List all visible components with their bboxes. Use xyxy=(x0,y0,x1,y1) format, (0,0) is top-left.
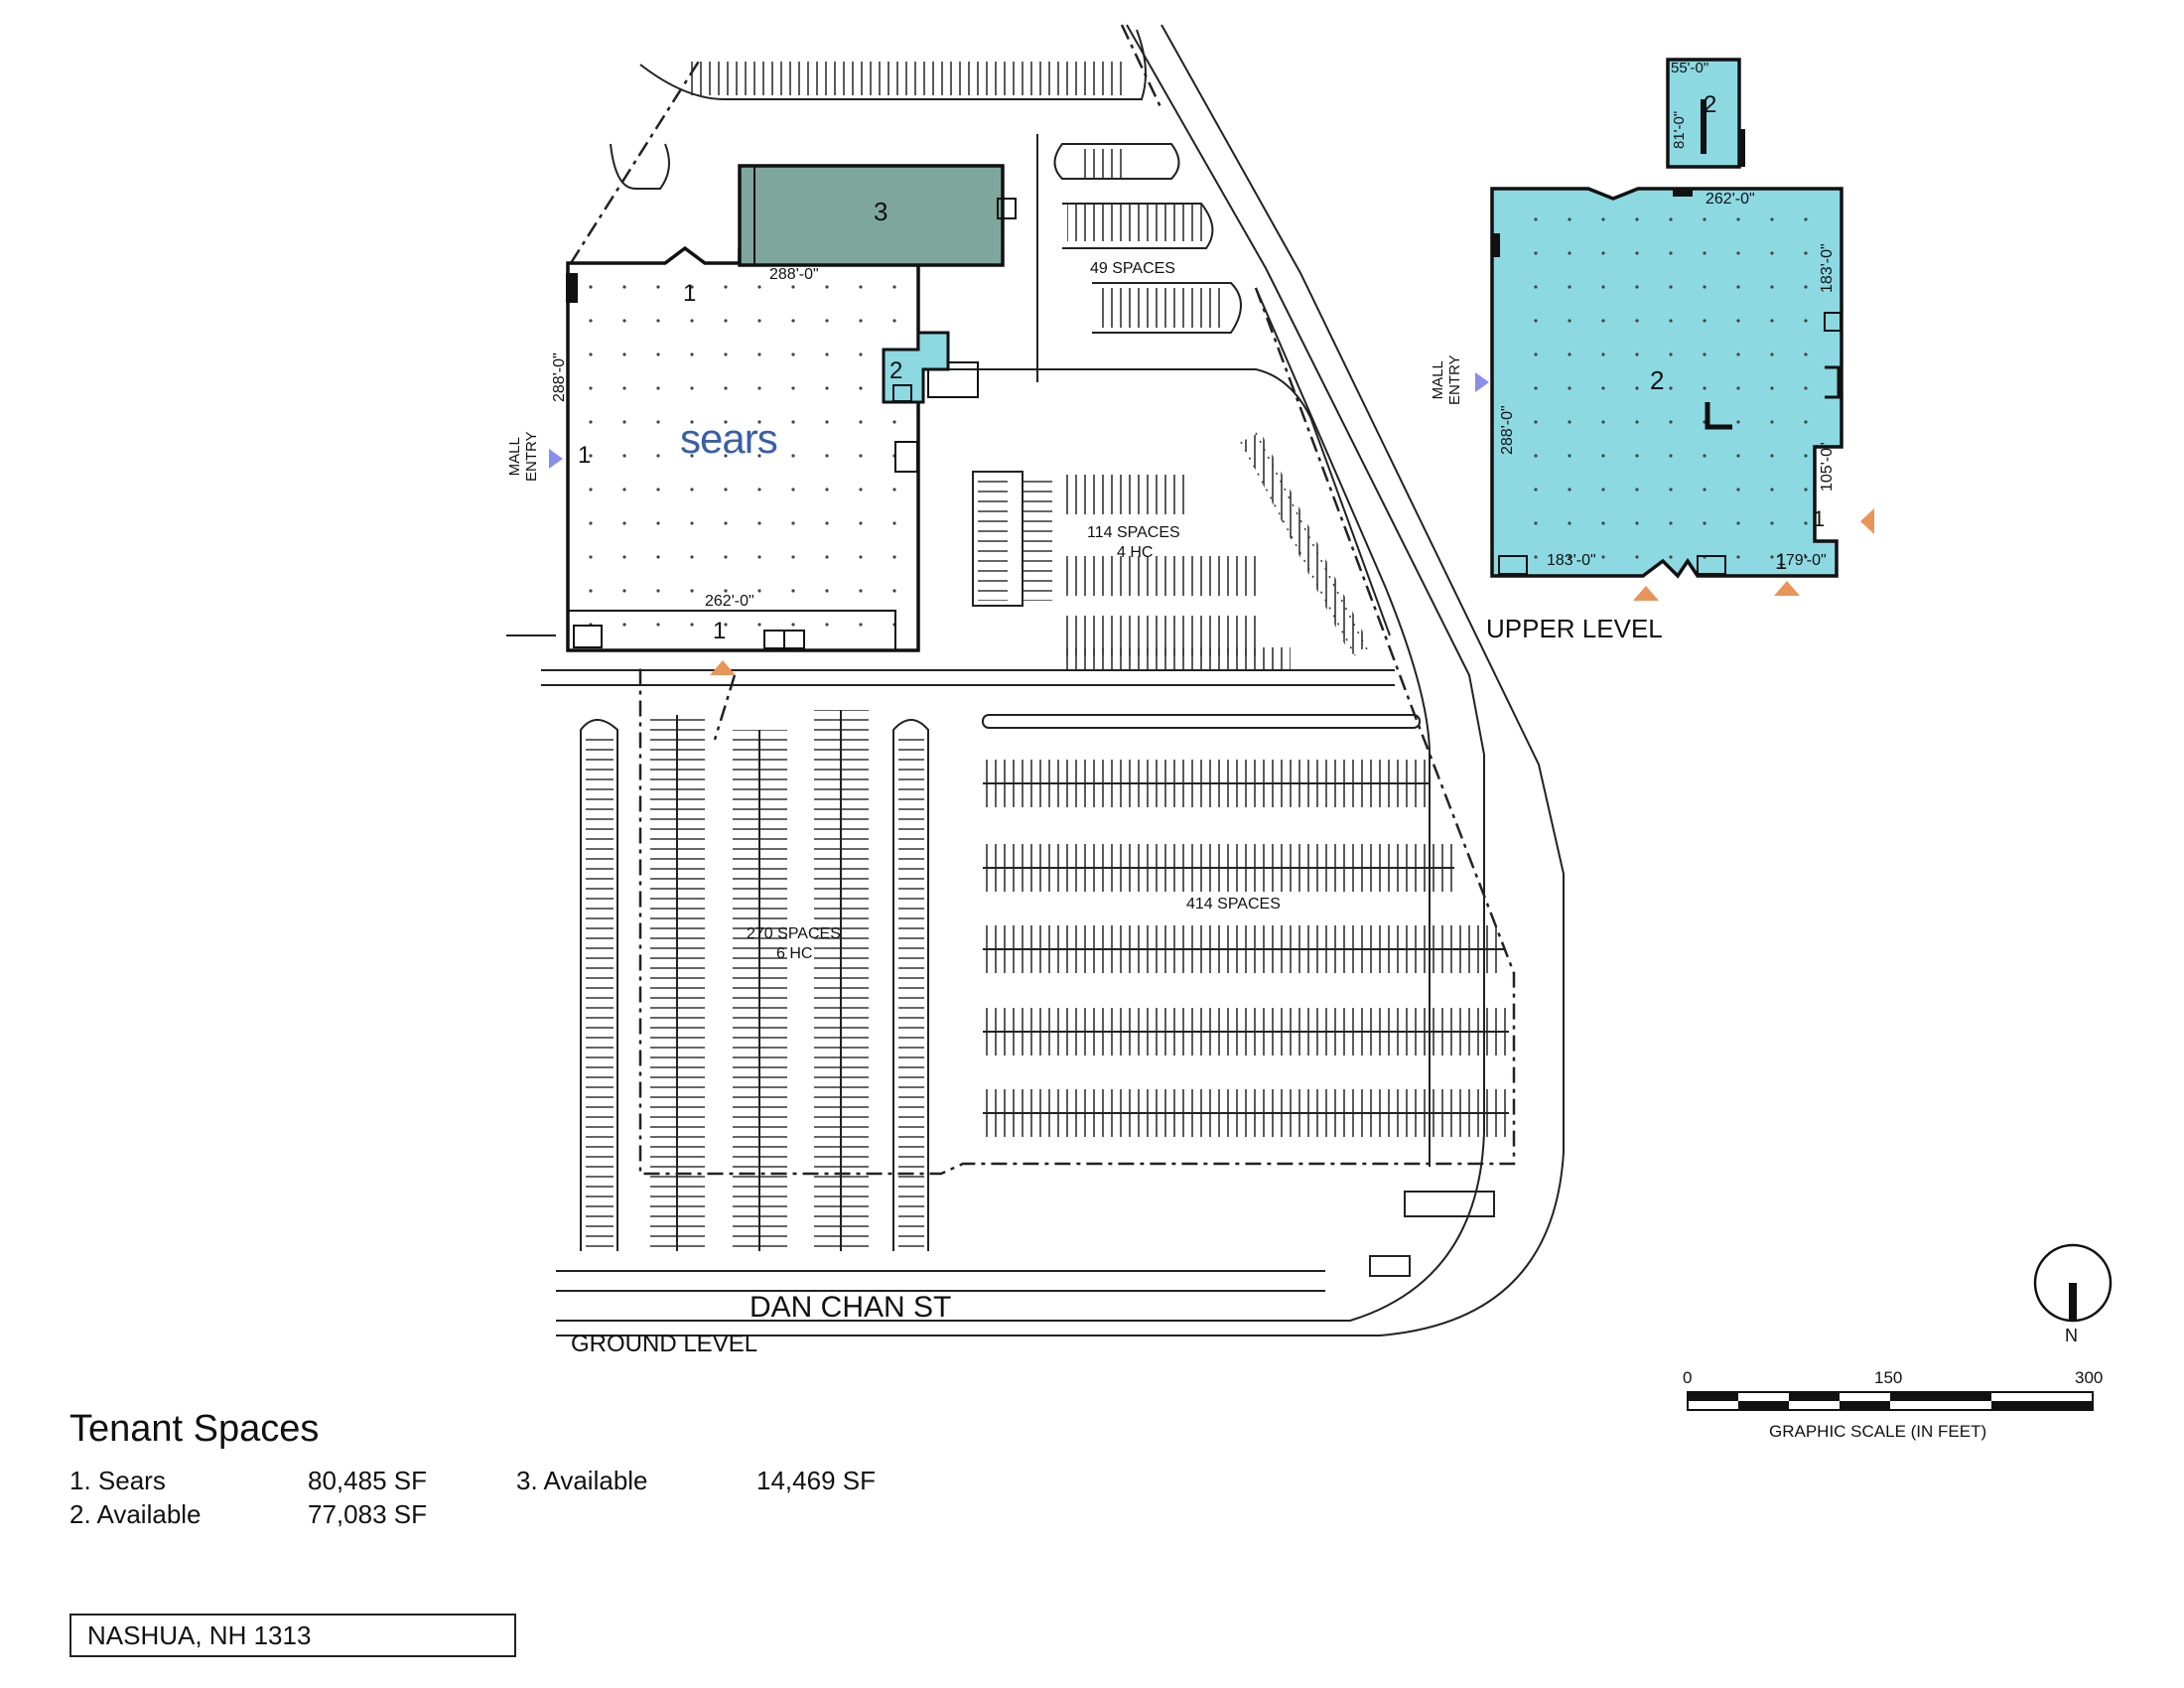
lot-270-hc-label: 6 HC xyxy=(776,945,813,962)
upper-level-building xyxy=(1490,58,1843,579)
legend-item-area: 80,485 SF xyxy=(308,1466,427,1495)
ground-level-label: GROUND LEVEL xyxy=(571,1331,758,1357)
lot-114-hc-label: 4 HC xyxy=(1117,544,1154,561)
legend-title: Tenant Spaces xyxy=(69,1408,320,1450)
unit-2-ground xyxy=(882,331,950,404)
upper-dimension-288: 288'-0" xyxy=(1499,405,1516,455)
street-label: DAN CHAN ST xyxy=(750,1291,952,1324)
property-code: NASHUA, NH 1313 xyxy=(69,1614,516,1657)
sears-unit-number: 1 xyxy=(683,280,697,307)
scale-tick-150: 150 xyxy=(1874,1368,1903,1387)
north-parking xyxy=(610,29,1242,382)
sears-unit-number: 1 xyxy=(713,618,727,644)
unit-2-number: 2 xyxy=(889,357,903,384)
legend-item-name: 2. Available xyxy=(69,1499,202,1529)
roads xyxy=(506,24,1565,1336)
scale-caption: GRAPHIC SCALE (IN FEET) xyxy=(1769,1422,1987,1441)
upper-unit-1-number: 1 xyxy=(1775,549,1788,574)
upper-entry-marker-icon xyxy=(1774,581,1800,596)
upper-dimension-183-right: 183'-0" xyxy=(1819,243,1836,293)
upper-mall-entry-arrow-icon xyxy=(1475,372,1489,392)
legend-item-area: 77,083 SF xyxy=(308,1499,427,1529)
upper-dimension-262: 262'-0" xyxy=(1706,191,1755,208)
lot-414-label: 414 SPACES xyxy=(1186,896,1281,913)
sears-dimension-vertical: 288'-0" xyxy=(551,352,568,402)
north-arrow-icon xyxy=(2033,1243,2113,1323)
lot-270-label: 270 SPACES xyxy=(747,925,841,942)
upper-entry-marker-icon xyxy=(1633,586,1659,601)
upper-dimension-105: 105'-0" xyxy=(1819,442,1836,492)
upper-dimension-179: 179'-0" xyxy=(1777,552,1827,569)
unit-3-number: 3 xyxy=(874,197,888,226)
upper-unit-2-number: 2 xyxy=(1704,91,1717,118)
north-label: N xyxy=(2065,1326,2078,1345)
lot-414 xyxy=(982,714,1509,1277)
lot-270 xyxy=(580,710,929,1251)
legend-item-area: 14,469 SF xyxy=(756,1466,876,1495)
lot-49-label: 49 SPACES xyxy=(1090,260,1175,277)
upper-unit-2-number-main: 2 xyxy=(1650,365,1665,395)
legend-item-name: 1. Sears xyxy=(69,1466,166,1495)
graphic-scale xyxy=(1687,1391,2094,1411)
sears-unit-number: 1 xyxy=(578,442,592,469)
sears-logo: sears xyxy=(680,415,778,462)
mall-entry-arrow-icon xyxy=(549,449,563,469)
mall-entry-label: MALL ENTRY xyxy=(506,431,540,482)
sears-dimension-horizontal: 262'-0" xyxy=(705,593,754,610)
scale-tick-0: 0 xyxy=(1683,1368,1693,1387)
upper-unit-2-dimension-top: 55'-0" xyxy=(1671,60,1709,76)
upper-mall-entry-label: MALL ENTRY xyxy=(1430,354,1463,405)
upper-entry-marker-icon xyxy=(1860,508,1874,534)
upper-unit-2-dimension-side: 81'-0" xyxy=(1671,110,1688,149)
property-boundary xyxy=(569,24,1516,1176)
lot-114-label: 114 SPACES xyxy=(1087,524,1180,541)
upper-dimension-183-bottom: 183'-0" xyxy=(1547,552,1596,569)
unit-3-dimension: 288'-0" xyxy=(769,266,819,283)
entry-marker-icon xyxy=(710,660,736,675)
sears-building xyxy=(566,245,979,652)
legend-item-name: 3. Available xyxy=(516,1466,648,1495)
east-parking xyxy=(918,368,1391,669)
scale-tick-300: 300 xyxy=(2075,1368,2104,1387)
upper-unit-1-number: 1 xyxy=(1813,506,1826,531)
upper-level-label: UPPER LEVEL xyxy=(1486,614,1663,643)
unit-3 xyxy=(738,164,1017,267)
